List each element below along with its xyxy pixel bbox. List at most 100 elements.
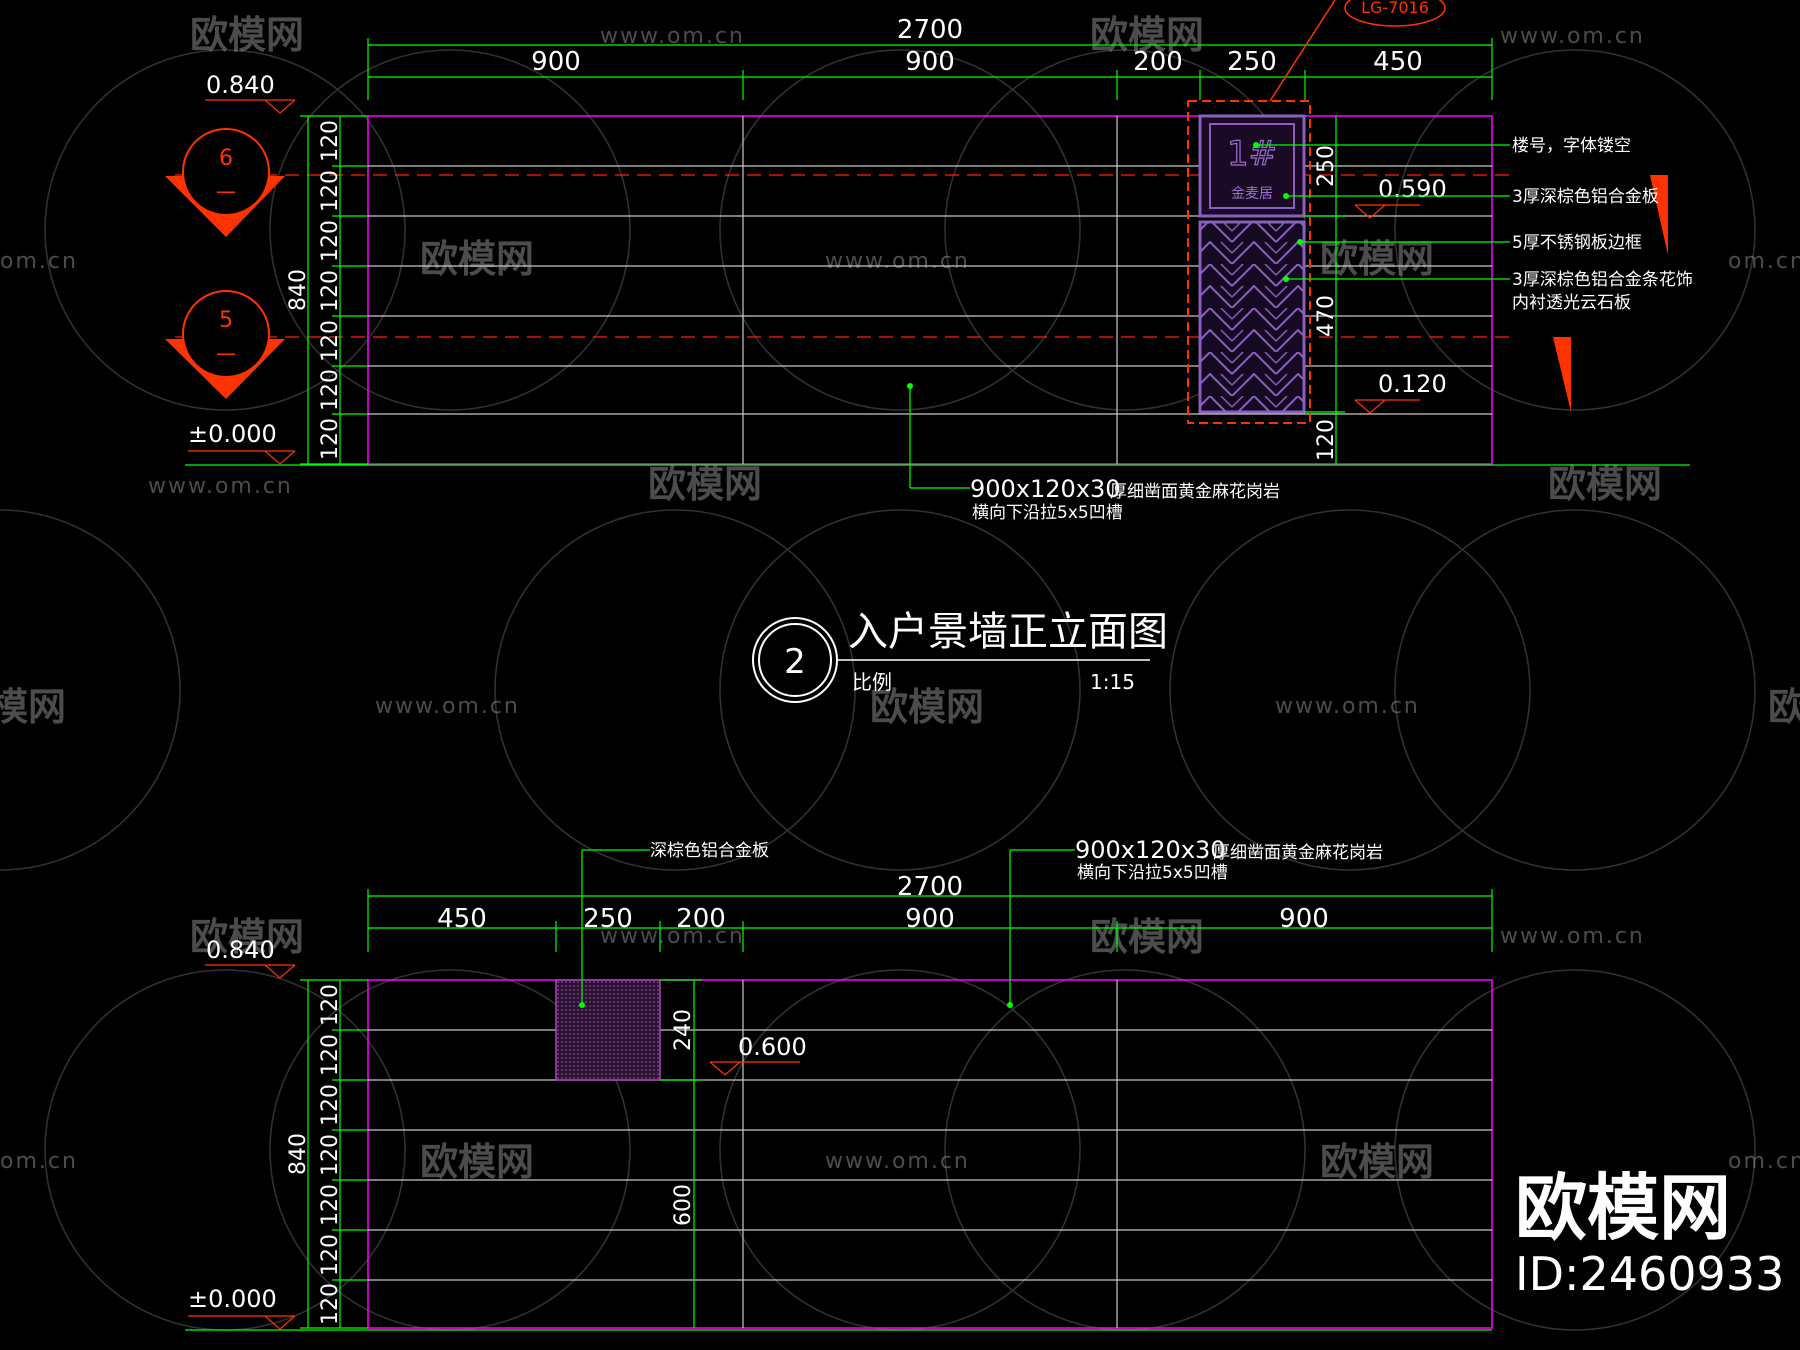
- level-value: ±0.000: [188, 1285, 277, 1313]
- callout-text: 3厚深棕色铝合金条花饰: [1512, 270, 1693, 290]
- watermark-brand: 欧模网: [1768, 685, 1800, 729]
- watermark-brand: 欧模网: [420, 237, 534, 281]
- section-arrow: [1553, 337, 1571, 412]
- stone-note: 900x120x30 厚细凿面黄金麻花岗岩 横向下沿拉5x5凹槽: [1075, 836, 1383, 883]
- sign-name: 金麦居: [1231, 186, 1273, 202]
- stone-material: 厚细凿面黄金麻花岗岩: [1110, 482, 1280, 502]
- row-dim: 120: [318, 418, 343, 460]
- watermark-brand: 欧模网: [1320, 1140, 1434, 1184]
- top-dimension-lines: [367, 38, 1493, 100]
- bottom-dimension-lines: [367, 889, 1493, 952]
- level-marker-top: 0.840: [205, 71, 296, 114]
- row-dim: 120: [318, 984, 343, 1026]
- stone-material: 厚细凿面黄金麻花岗岩: [1213, 843, 1383, 863]
- watermark-url: om.cn: [0, 249, 78, 274]
- watermark-brand: 欧模网: [420, 1140, 534, 1184]
- watermark-brand: 欧模网: [1090, 13, 1204, 57]
- stone-note: 900x120x30 厚细凿面黄金麻花岗岩 横向下沿拉5x5凹槽: [970, 475, 1280, 523]
- stone-groove: 横向下沿拉5x5凹槽: [972, 503, 1123, 523]
- segment-dim: 200: [676, 904, 726, 934]
- section-marker-6: 6 —: [165, 128, 285, 237]
- level-value: 0.840: [206, 71, 275, 99]
- row-dim: 120: [318, 1283, 343, 1325]
- panel-dimension-lines: [660, 979, 702, 1328]
- sign-dim: 470: [1314, 295, 1339, 337]
- stone-size: 900x120x30: [970, 475, 1121, 503]
- segment-dim: 200: [1133, 47, 1183, 77]
- row-dimension-lines: [300, 115, 368, 465]
- segment-dim: 900: [905, 47, 955, 77]
- watermark-url: www.om.cn: [825, 1149, 970, 1174]
- segment-dim: 900: [1279, 904, 1329, 934]
- watermark-url: om.cn: [1728, 1149, 1800, 1174]
- panel-note: 深棕色铝合金板: [650, 841, 769, 861]
- section-dash: —: [216, 341, 236, 365]
- callout-dots: [579, 1002, 1013, 1008]
- watermark-url: om.cn: [0, 1149, 78, 1174]
- row-dim: 120: [318, 1184, 343, 1226]
- scale-value: 1:15: [1090, 670, 1135, 694]
- section-arrow: [1650, 175, 1668, 255]
- title-block: 2 入户景墙正立面图 比例 1:15: [752, 609, 1168, 703]
- level-marker-base: ±0.000: [188, 420, 296, 465]
- section-dash: —: [216, 179, 236, 203]
- segment-dim: 450: [1373, 47, 1423, 77]
- corner-brand: 欧模网 ID:2460933: [1515, 1166, 1784, 1301]
- scale-label: 比例: [852, 670, 892, 694]
- callout-text: 内衬透光云石板: [1512, 293, 1631, 313]
- row-dim: 120: [318, 120, 343, 162]
- segment-dim: 250: [583, 904, 633, 934]
- wall-outline: [367, 115, 1493, 465]
- level-marker-top: 0.840: [205, 936, 296, 979]
- leader-line: [1269, 0, 1336, 102]
- level-value: ±0.000: [188, 420, 277, 448]
- sign-inner-frame: [1209, 123, 1295, 209]
- callout-leaders: [581, 849, 1075, 1005]
- cut-tag-ellipse: [1344, 0, 1446, 27]
- building-sign: LG-7016 1# 金麦居 250 470 120: [1187, 0, 1446, 464]
- watermark-url: www.om.cn: [1275, 694, 1420, 719]
- watermark-url: www.om.cn: [148, 474, 293, 499]
- section-number: 6: [219, 146, 233, 171]
- level-value: 0.590: [1378, 175, 1447, 203]
- drawing-title: 入户景墙正立面图: [848, 609, 1168, 655]
- stone-size: 900x120x30: [1075, 836, 1226, 864]
- watermark-brand: 欧模网: [1320, 237, 1434, 281]
- panel-dim: 240: [671, 1009, 696, 1051]
- row-dim: 120: [318, 270, 343, 312]
- brand-id: ID:2460933: [1515, 1247, 1784, 1301]
- sign-number: 1#: [1227, 134, 1277, 174]
- row-dim: 120: [318, 1134, 343, 1176]
- watermark-brand: 欧模网: [1090, 915, 1204, 959]
- watermark-brand: 模网: [0, 685, 66, 729]
- row-dim: 120: [318, 1034, 343, 1076]
- sign-dim: 120: [1314, 419, 1339, 461]
- watermark-url: om.cn: [1728, 249, 1800, 274]
- panel-dim: 600: [671, 1184, 696, 1226]
- level-value: 0.600: [738, 1033, 807, 1061]
- callout-text: 5厚不锈钢板边框: [1512, 233, 1642, 253]
- watermark-brand: 欧模网: [190, 915, 304, 959]
- watermark-url: www.om.cn: [1500, 924, 1645, 949]
- sign-dimension-lines: [1304, 116, 1345, 464]
- brand-name: 欧模网: [1515, 1166, 1731, 1250]
- row-dim: 120: [318, 1234, 343, 1276]
- watermark-brand: 欧模网: [190, 13, 304, 57]
- watermark-brand: 欧模网: [870, 685, 984, 729]
- level-value: 0.840: [206, 936, 275, 964]
- level-marker-base: ±0.000: [188, 1285, 296, 1330]
- row-dim: 120: [318, 1084, 343, 1126]
- total-width-dim: 2700: [897, 872, 963, 902]
- aluminum-panel: [555, 979, 661, 1081]
- segment-dim: 450: [437, 904, 487, 934]
- watermark-url: www.om.cn: [1500, 24, 1645, 49]
- bottom-elevation: 2700 450 250 200 900 900: [185, 836, 1493, 1331]
- watermark-brand: 欧模网: [1548, 462, 1662, 506]
- level-marker-mid: 0.600: [709, 1033, 807, 1076]
- segment-dim: 250: [1227, 47, 1277, 77]
- height-dim: 840: [286, 1133, 311, 1175]
- section-number: 5: [219, 308, 233, 333]
- stone-groove: 横向下沿拉5x5凹槽: [1077, 863, 1228, 883]
- watermark-url: www.om.cn: [375, 694, 520, 719]
